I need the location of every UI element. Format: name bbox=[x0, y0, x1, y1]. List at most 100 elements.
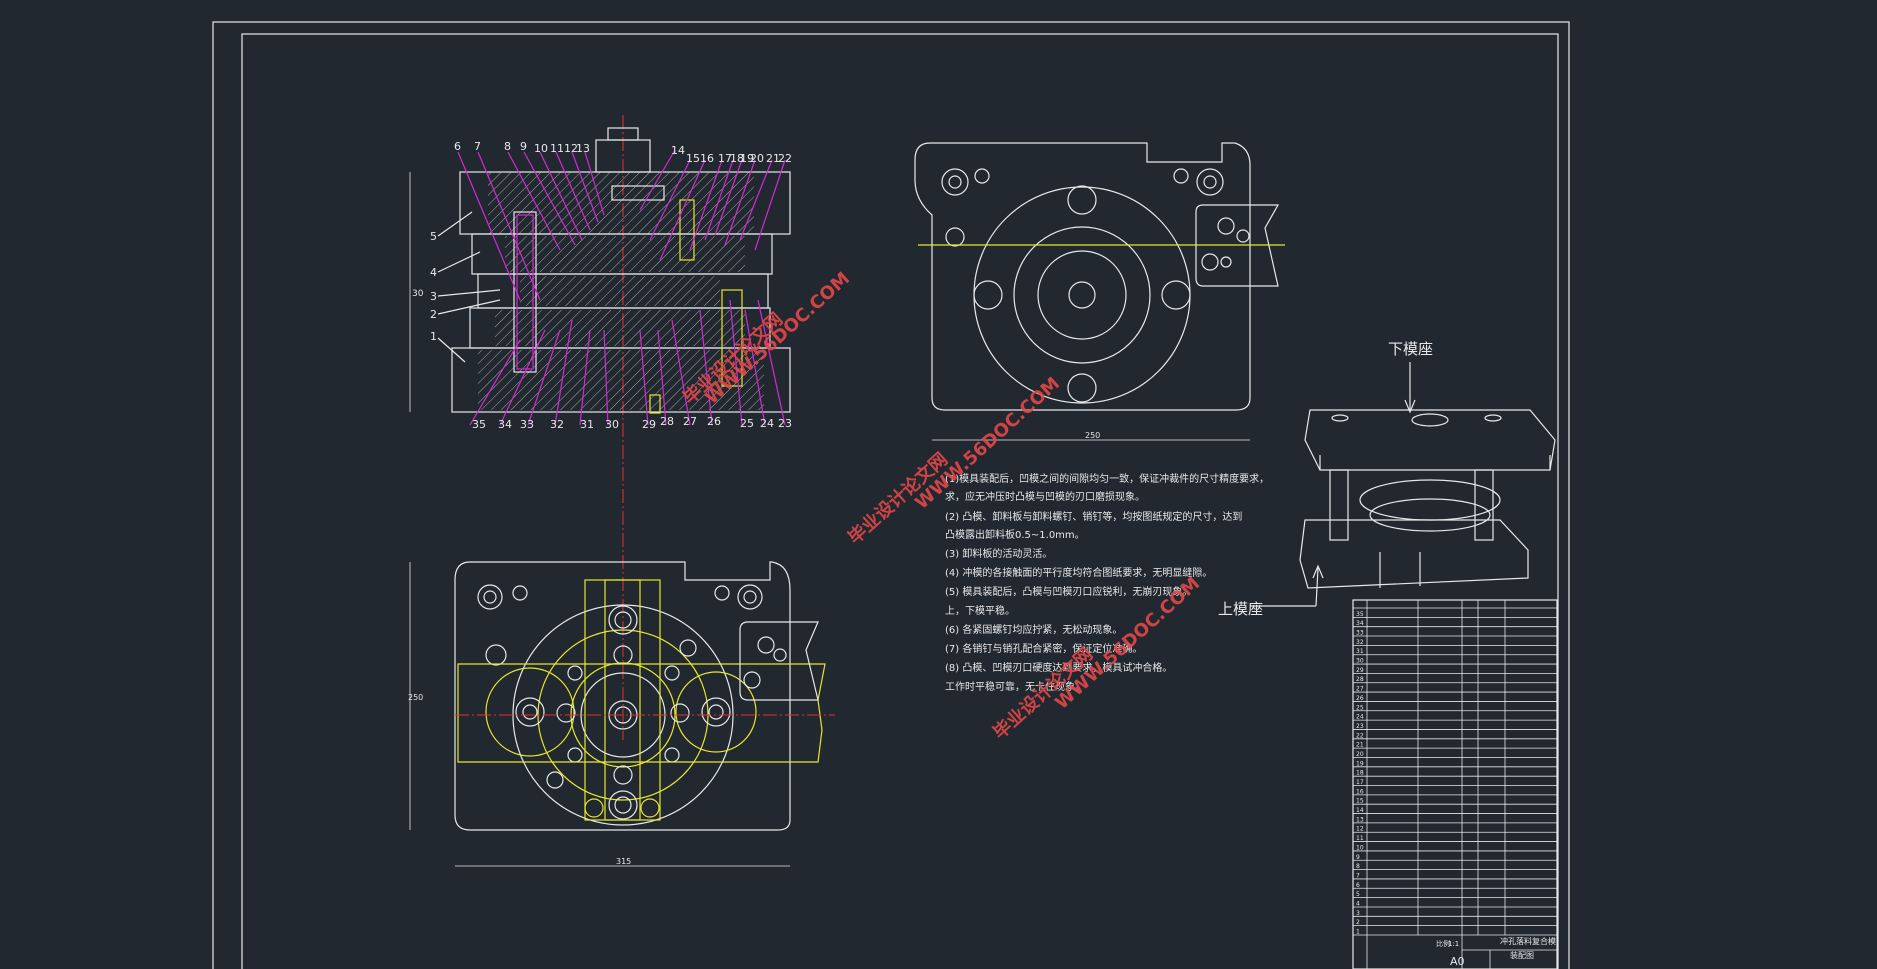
bom-row-number: 17 bbox=[1356, 779, 1364, 786]
note-line: (2) 凸模、卸料板与卸料螺钉、销钉等，均按图纸规定的尺寸，达到 bbox=[945, 510, 1242, 523]
part-label: 15 bbox=[686, 152, 700, 165]
part-label: 14 bbox=[671, 144, 685, 157]
plan-height-dim: 250 bbox=[408, 693, 423, 702]
title-scale-label: 比例 bbox=[1436, 939, 1450, 948]
note-line: 凸模露出卸料板0.5~1.0mm。 bbox=[945, 528, 1085, 541]
isometric-view: 下模座 上模座 bbox=[1218, 340, 1556, 618]
bom-row-number: 29 bbox=[1356, 667, 1364, 674]
bom-row-number: 15 bbox=[1356, 798, 1364, 805]
bom-row-number: 16 bbox=[1356, 788, 1364, 795]
bom-row-number: 13 bbox=[1356, 816, 1364, 823]
part-label: 4 bbox=[430, 266, 437, 279]
front-section-view: 30 bbox=[409, 115, 791, 740]
bom-row-number: 32 bbox=[1356, 639, 1364, 646]
top-view-width-dim: 250 bbox=[1085, 431, 1100, 440]
inner-border bbox=[241, 33, 1559, 969]
bom-row-number: 9 bbox=[1356, 854, 1360, 861]
note-line: 工作时平稳可靠，无卡住现象。 bbox=[945, 680, 1085, 693]
part-label: 3 bbox=[430, 290, 437, 303]
title-drawing-subtitle: 装配图 bbox=[1510, 950, 1534, 960]
part-label: 28 bbox=[660, 415, 674, 428]
bom-row-number: 12 bbox=[1356, 826, 1364, 833]
bom-row-number: 23 bbox=[1356, 723, 1364, 730]
bom-row-number: 26 bbox=[1356, 695, 1364, 702]
plan-view: 250 315 bbox=[408, 561, 835, 867]
bom-row-number: 34 bbox=[1356, 620, 1364, 627]
bom-row-number: 27 bbox=[1356, 686, 1364, 693]
bom-row-number: 14 bbox=[1356, 807, 1364, 814]
title-scale: 1:1 bbox=[1448, 940, 1459, 948]
part-label: 6 bbox=[454, 140, 461, 153]
bom-row-number: 3 bbox=[1356, 910, 1360, 917]
part-label: 23 bbox=[778, 417, 792, 430]
note-line: (1)模具装配后，凹模之间的间隙均匀一致，保证冲裁件的尺寸精度要求， bbox=[945, 472, 1269, 485]
part-label: 5 bbox=[430, 230, 437, 243]
part-label: 25 bbox=[740, 417, 754, 430]
part-label: 12 bbox=[564, 142, 578, 155]
part-label: 1 bbox=[430, 330, 437, 343]
part-label: 19 bbox=[740, 152, 754, 165]
bom-row-number: 5 bbox=[1356, 891, 1360, 898]
part-label: 30 bbox=[605, 418, 619, 431]
part-label: 33 bbox=[520, 418, 534, 431]
bom-row-number: 33 bbox=[1356, 630, 1364, 637]
bom-row-number: 20 bbox=[1356, 751, 1364, 758]
bom-row-number: 30 bbox=[1356, 658, 1364, 665]
bom-row-number: 1 bbox=[1356, 929, 1360, 936]
bom-row-number: 8 bbox=[1356, 863, 1360, 870]
part-label: 31 bbox=[580, 418, 594, 431]
bom-row-number: 22 bbox=[1356, 732, 1364, 739]
part-labels-top: 6 7 8 9 10 11 12 13 14 15 16 17 18 19 20… bbox=[454, 140, 792, 165]
part-label: 17 bbox=[718, 152, 732, 165]
bom-row-number: 19 bbox=[1356, 760, 1364, 767]
iso-label-bottom: 上模座 bbox=[1218, 600, 1263, 618]
part-label: 22 bbox=[778, 152, 792, 165]
note-line: 上，下模平稳。 bbox=[945, 604, 1015, 617]
bom-table: 比例 1:1 A0 冲孔落料复合模 装配图 353433323130292827… bbox=[1352, 599, 1558, 969]
part-label: 35 bbox=[472, 418, 486, 431]
part-label: 2 bbox=[430, 308, 437, 321]
part-labels-bottom: 35 34 33 32 31 30 29 28 27 26 25 24 23 bbox=[472, 415, 792, 431]
part-label: 26 bbox=[707, 415, 721, 428]
title-sheet: A0 bbox=[1450, 955, 1465, 968]
bom-row-number: 28 bbox=[1356, 676, 1364, 683]
technical-notes: (1)模具装配后，凹模之间的间隙均匀一致，保证冲裁件的尺寸精度要求， 求，应无冲… bbox=[945, 472, 1269, 693]
outer-border bbox=[212, 21, 1570, 969]
part-label: 8 bbox=[504, 140, 511, 153]
part-label: 29 bbox=[642, 418, 656, 431]
bom-row-number: 21 bbox=[1356, 742, 1364, 749]
part-label: 16 bbox=[700, 152, 714, 165]
bom-row-number: 18 bbox=[1356, 770, 1364, 777]
note-line: (5) 模具装配后，凸模与凹模刃口应锐利，无崩刃现象。 bbox=[945, 585, 1192, 598]
bom-row-number: 2 bbox=[1356, 919, 1360, 926]
bom-row-number: 31 bbox=[1356, 648, 1364, 655]
part-label: 34 bbox=[498, 418, 512, 431]
part-label: 32 bbox=[550, 418, 564, 431]
part-label: 21 bbox=[766, 152, 780, 165]
note-line: 求，应无冲压时凸模与凹模的刃口磨损现象。 bbox=[945, 490, 1145, 503]
bom-row-number: 7 bbox=[1356, 872, 1360, 879]
note-line: (4) 冲模的各接触面的平行度均符合图纸要求，无明显缝隙。 bbox=[945, 566, 1212, 579]
part-labels-left: 5 4 3 2 1 bbox=[430, 230, 437, 343]
bom-row-number: 11 bbox=[1356, 835, 1364, 842]
note-line: (3) 卸料板的活动灵活。 bbox=[945, 547, 1052, 560]
top-view: 250 bbox=[914, 142, 1285, 441]
note-line: (7) 各销钉与销孔配合紧密，保证定位准确。 bbox=[945, 642, 1142, 655]
iso-label-top: 下模座 bbox=[1388, 340, 1433, 358]
part-label: 13 bbox=[576, 142, 590, 155]
part-label: 9 bbox=[520, 140, 527, 153]
part-label: 18 bbox=[730, 152, 744, 165]
part-label: 10 bbox=[534, 142, 548, 155]
front-height-dim: 30 bbox=[412, 289, 424, 299]
title-drawing-name: 冲孔落料复合模 bbox=[1500, 936, 1556, 946]
plan-width-dim: 315 bbox=[616, 857, 631, 866]
part-label: 11 bbox=[550, 142, 564, 155]
bom-row-number: 4 bbox=[1356, 900, 1360, 907]
bom-row-number: 6 bbox=[1356, 882, 1360, 889]
part-label: 27 bbox=[683, 415, 697, 428]
part-label: 24 bbox=[760, 417, 774, 430]
part-label: 20 bbox=[750, 152, 764, 165]
bom-row-number: 35 bbox=[1356, 611, 1364, 618]
bom-row-number: 10 bbox=[1356, 844, 1364, 851]
